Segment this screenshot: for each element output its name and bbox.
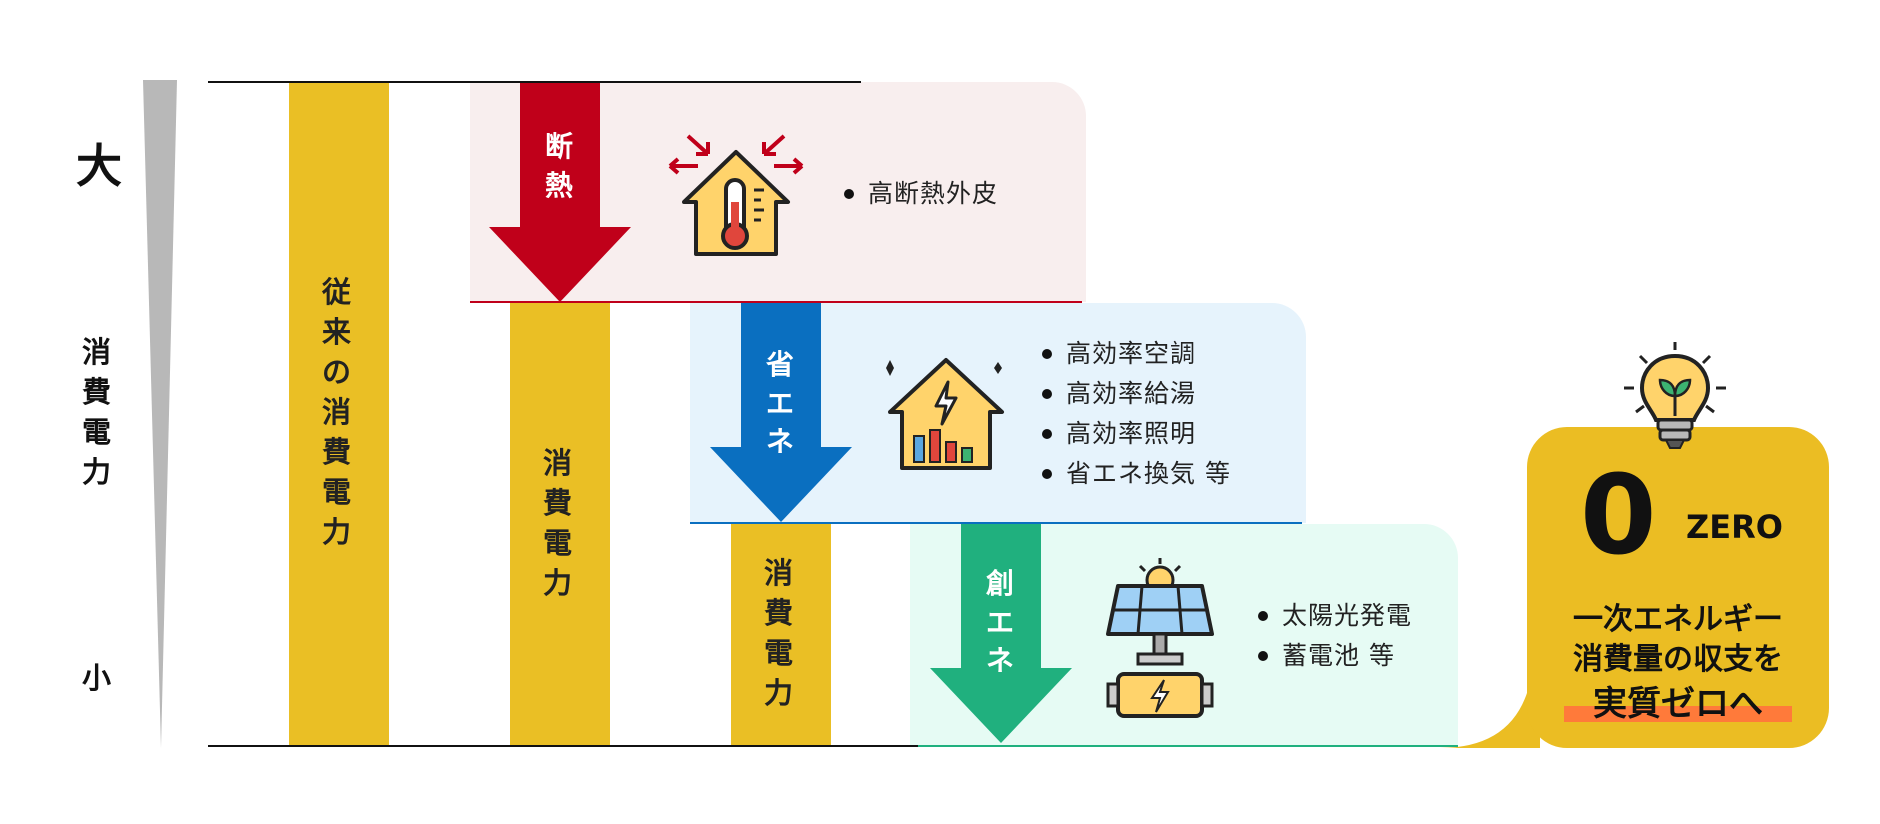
bar-char: 費	[322, 435, 352, 470]
conventional-consumption-label: 従 来 の 消 費 電 力	[322, 272, 351, 552]
arrow-char: エ	[766, 386, 795, 420]
saving-baseline	[690, 522, 1302, 524]
bar-char: 従	[322, 275, 352, 309]
arrow-char: エ	[986, 605, 1015, 639]
result-line-2: 消費量の収支を	[1573, 642, 1783, 677]
energy-saving-arrow-label: 省 エ ネ	[766, 346, 794, 462]
arrow-char: ネ	[986, 644, 1015, 678]
insulation-arrow	[489, 83, 631, 302]
creation-baseline	[918, 745, 1458, 747]
list-item: 高効率給湯	[1040, 374, 1231, 414]
bar-char: 費	[543, 486, 573, 521]
list-item: 太陽光発電	[1256, 596, 1412, 636]
arrow-char: 断	[545, 130, 574, 163]
energy-saving-arrow	[710, 303, 852, 522]
bar-char: 電	[764, 636, 794, 671]
energy-creation-arrow-label: 創 エ ネ	[986, 565, 1014, 681]
insulation-item-list: 高断熱外皮	[842, 174, 998, 214]
scale-middle-label: 消 費 電 力	[82, 332, 111, 492]
conventional-consumption-bar	[289, 83, 389, 745]
zero-box-connector	[1440, 660, 1540, 748]
after-saving-bar	[731, 524, 831, 745]
zero-symbol: 0	[1580, 451, 1657, 579]
result-underline	[1564, 706, 1792, 722]
scale-middle-char: 力	[82, 455, 112, 490]
lightbulb-leaf-icon	[1624, 342, 1726, 449]
arrow-char: 創	[986, 567, 1015, 600]
energy-creation-item-list: 太陽光発電 蓄電池 等	[1256, 596, 1412, 676]
list-item: 省エネ換気 等	[1040, 454, 1231, 494]
energy-creation-arrow	[930, 524, 1072, 743]
arrow-char: 省	[766, 348, 795, 381]
insulation-baseline	[470, 301, 1082, 303]
bar-char: 力	[543, 566, 573, 601]
list-item: 高効率空調	[1040, 334, 1231, 374]
bar-char: 電	[543, 526, 573, 561]
bar-char: 電	[322, 475, 352, 510]
zero-word: ZERO	[1686, 508, 1783, 546]
bar-char: 力	[322, 515, 352, 550]
insulation-arrow-label: 断 熱	[545, 128, 573, 205]
bottom-line	[208, 745, 920, 747]
energy-saving-item-list: 高効率空調 高効率給湯 高効率照明 省エネ換気 等	[1040, 334, 1231, 494]
house-energy-chart-icon	[886, 358, 1004, 470]
top-line	[208, 81, 861, 83]
scale-bottom-label: 小	[82, 661, 112, 695]
zero-result-box	[1527, 427, 1829, 748]
after-insulation-label: 消 費 電 力	[543, 443, 572, 603]
bar-char: 消	[322, 395, 352, 430]
bar-char: の	[322, 355, 352, 390]
list-item: 高断熱外皮	[842, 174, 998, 214]
scale-top-label: 大	[76, 139, 122, 193]
scale-middle-char: 消	[82, 335, 112, 369]
list-item: 蓄電池 等	[1256, 636, 1412, 676]
arrow-char: 熱	[545, 168, 574, 202]
scale-middle-char: 費	[82, 375, 112, 410]
solar-panel-battery-icon	[1106, 558, 1214, 718]
bar-char: 消	[543, 446, 573, 480]
scale-wedge	[143, 80, 177, 748]
bar-char: 消	[764, 556, 794, 590]
bar-char: 費	[764, 596, 794, 631]
result-line-1: 一次エネルギー	[1573, 602, 1783, 637]
after-insulation-bar	[510, 303, 610, 745]
house-thermometer-icon	[668, 134, 804, 256]
list-item: 高効率照明	[1040, 414, 1231, 454]
bar-char: 力	[764, 676, 794, 711]
arrow-char: ネ	[766, 425, 795, 459]
scale-middle-char: 電	[82, 415, 112, 450]
result-line-3: 実質ゼロへ	[1593, 684, 1763, 724]
bar-char: 来	[322, 315, 352, 350]
after-saving-label: 消 費 電 力	[764, 553, 793, 713]
